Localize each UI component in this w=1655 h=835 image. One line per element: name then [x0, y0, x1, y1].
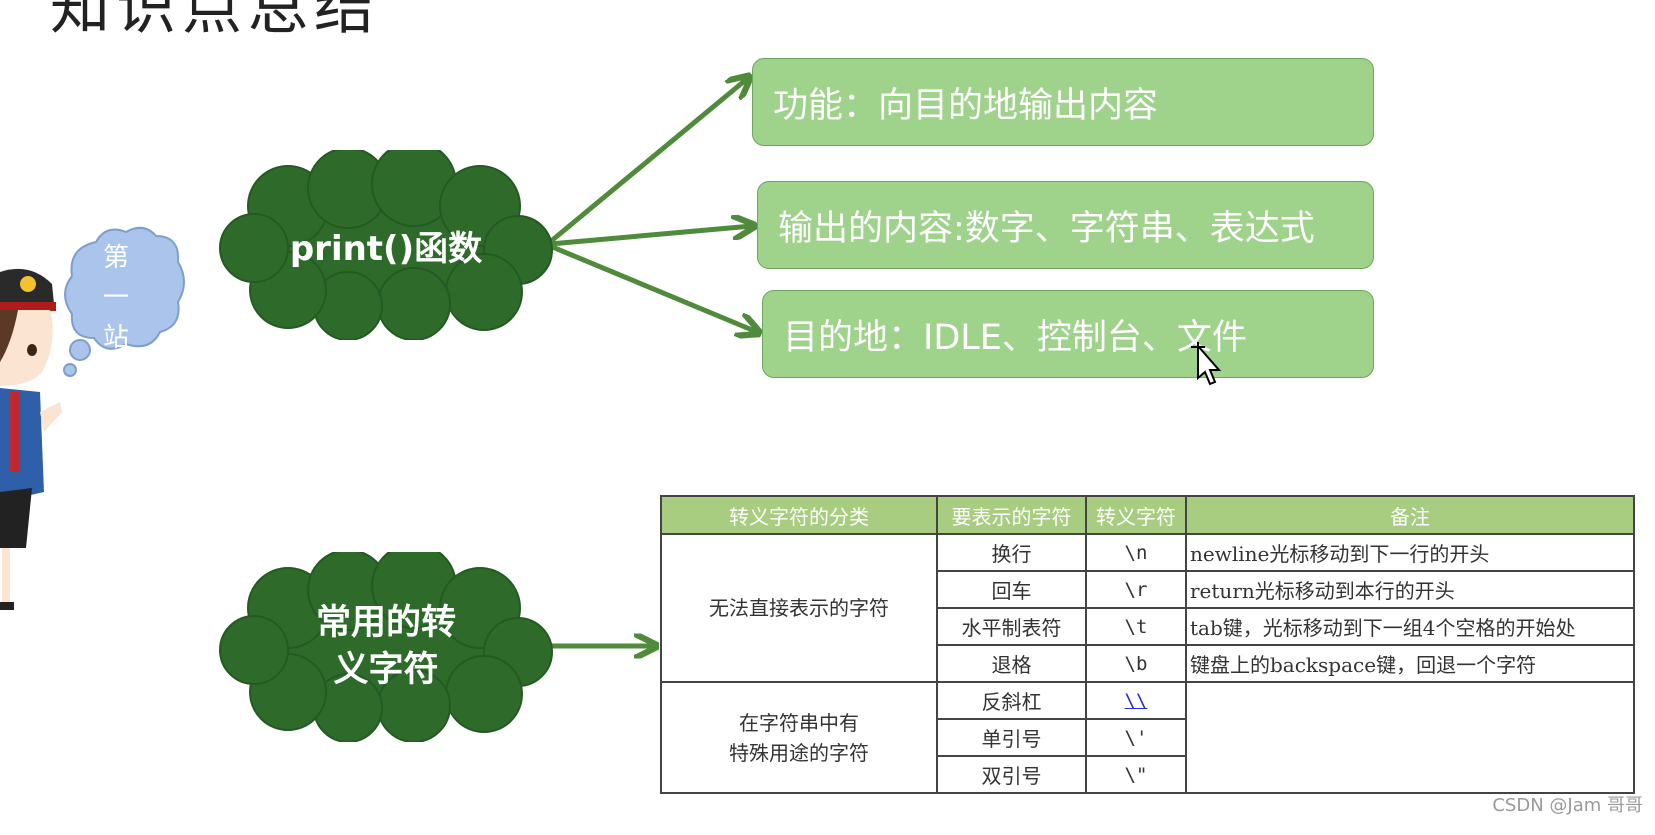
table-row: 无法直接表示的字符 换行 \n newline光标移动到下一行的开头 [660, 533, 1635, 683]
page-title: 知识点总结 [50, 0, 380, 43]
function-box: 功能：向目的地输出内容 [752, 58, 1374, 146]
char-cell: 退格 [936, 644, 1087, 683]
escape-cell: \" [1085, 755, 1187, 794]
table-row: 单引号 \' [661, 718, 1634, 757]
table-row: 双引号 \" [661, 755, 1634, 794]
char-cell: 回车 [936, 570, 1087, 609]
mascot-illustration [0, 268, 62, 610]
note-cell: newline光标移动到下一行的开头 [1185, 533, 1635, 572]
category-line2: 特殊用途的字符 [729, 740, 869, 765]
escape-cell: \t [1085, 607, 1187, 646]
char-cell: 水平制表符 [936, 607, 1087, 646]
backslash-link[interactable]: \\ [1124, 689, 1148, 712]
arrow-to-destination-box [549, 243, 757, 332]
char-cell: 双引号 [936, 755, 1087, 794]
content-box: 输出的内容:数字、字符串、表达式 [757, 181, 1374, 269]
category-cell: 无法直接表示的字符 [660, 533, 938, 683]
arrow-to-content-box [549, 226, 752, 247]
escape-chars-label: 常用的转 义字符 [218, 552, 554, 742]
table-header-row: 转义字符的分类 要表示的字符 转义字符 备注 [660, 495, 1635, 535]
escape-cell: \\ [1085, 681, 1187, 720]
bubble-text: 第一站 [102, 243, 129, 353]
watermark: CSDN @Jam 哥哥 [1492, 795, 1643, 816]
note-cell: tab键，光标移动到下一组4个空格的开始处 [1185, 607, 1635, 646]
destination-box: 目的地：IDLE、控制台、文件 [762, 290, 1374, 378]
print-function-label: print()函数 [289, 228, 483, 269]
table-row: 在字符串中有 特殊用途的字符 反斜杠 \\ [660, 681, 1635, 794]
escape-chars-label-line2: 义字符 [333, 650, 439, 690]
mouse-cursor-icon [1191, 342, 1222, 386]
escape-cell: \n [1085, 533, 1187, 572]
category-line1: 在字符串中有 [739, 710, 859, 735]
escape-cell: \' [1085, 718, 1187, 757]
table-row: 水平制表符 \t tab键，光标移动到下一组4个空格的开始处 [661, 607, 1635, 646]
category-cell: 在字符串中有 特殊用途的字符 [660, 681, 938, 794]
escape-cell: \r [1085, 570, 1187, 609]
note-cell: 键盘上的backspace键，回退一个字符 [1185, 644, 1635, 683]
char-cell: 单引号 [936, 718, 1087, 757]
print-function-cloud [219, 150, 553, 340]
header-note: 备注 [1185, 495, 1635, 535]
table-row: 回车 \r return光标移动到本行的开头 [661, 570, 1635, 609]
header-char: 要表示的字符 [936, 495, 1087, 535]
note-cell-empty [1185, 681, 1635, 794]
escape-chars-cloud [219, 552, 553, 742]
escape-chars-label-line1: 常用的转 [315, 602, 456, 643]
header-escape: 转义字符 [1085, 495, 1187, 535]
arrow-to-function-box [548, 78, 748, 244]
escape-cell: \b [1085, 644, 1187, 683]
header-category: 转义字符的分类 [660, 495, 938, 535]
note-cell: return光标移动到本行的开头 [1185, 570, 1635, 609]
thought-bubble-shape [63, 226, 185, 377]
escape-chars-table: 转义字符的分类 要表示的字符 转义字符 备注 无法直接表示的字符 换行 \n n… [660, 495, 1635, 794]
char-cell: 反斜杠 [936, 681, 1087, 720]
table-row: 退格 \b 键盘上的backspace键，回退一个字符 [661, 644, 1635, 683]
char-cell: 换行 [936, 533, 1087, 572]
